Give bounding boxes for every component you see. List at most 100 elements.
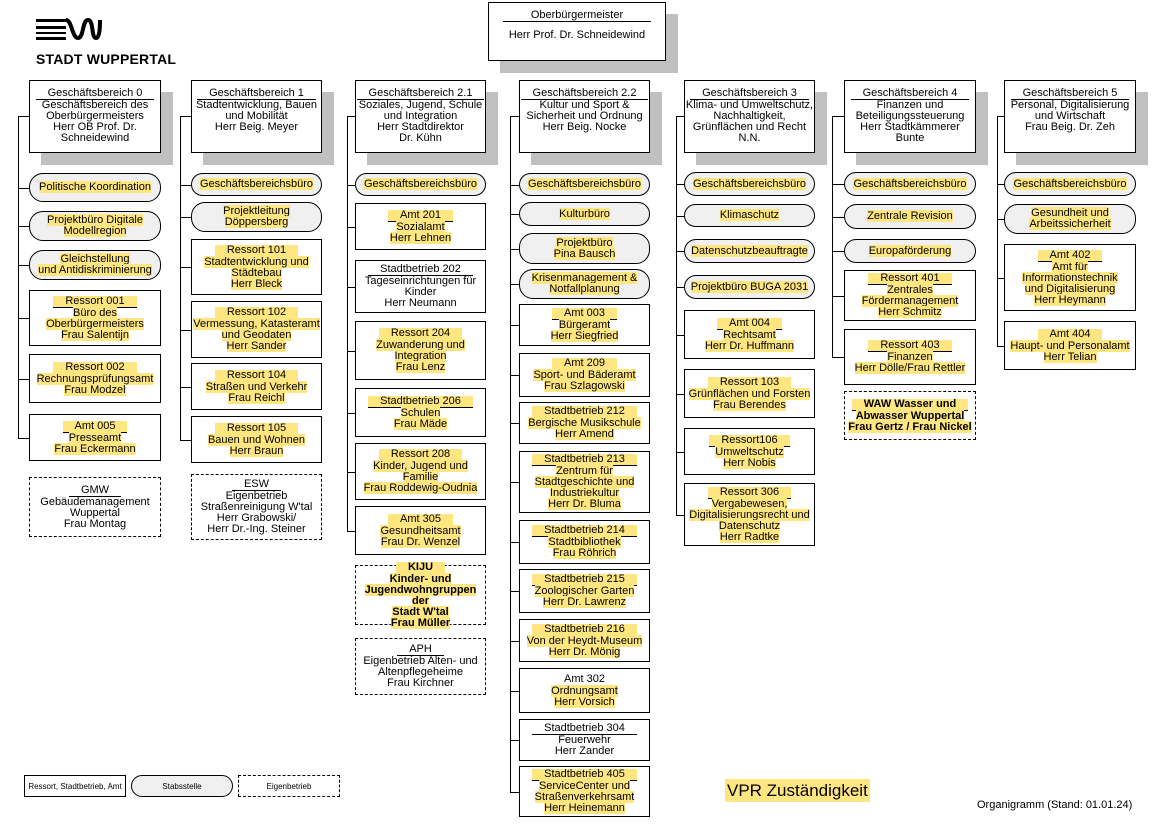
staff-unit[interactable]: Geschäftsbereichsbüro	[355, 173, 486, 196]
unit-line: Stadtentwicklung, Bauen	[195, 99, 318, 111]
staff-unit[interactable]: Datenschutzbeauftragte	[684, 239, 815, 263]
staff-unit[interactable]: Geschäftsbereichsbüro	[1004, 172, 1136, 196]
unit-line: Gesundheitsamt	[380, 524, 461, 537]
staff-unit[interactable]: Kulturbüro	[519, 202, 650, 226]
connector	[510, 641, 519, 642]
unit-line: Herr Dr.-Ing. Steiner	[207, 523, 306, 535]
unit-line: Oberbürgermeisters	[46, 317, 144, 330]
unit-line: Integration	[394, 350, 447, 362]
staff-unit[interactable]: Europaförderung	[844, 239, 976, 263]
unit-line: Herr Beig. Nocke	[542, 121, 627, 133]
staff-unit[interactable]: Politische Koordination	[29, 173, 161, 202]
unit-line: Presseamt	[68, 431, 122, 444]
unit-line: und Geodaten	[221, 329, 292, 341]
unit-line: Stadtbibliothek	[548, 536, 621, 548]
unit-line: Bunte	[895, 132, 925, 144]
staff-unit[interactable]: Geschäftsbereichsbüro	[684, 172, 815, 196]
connector	[510, 691, 519, 692]
unit-line: Beteiligungssteuerung	[855, 110, 965, 122]
connector	[347, 116, 355, 117]
unit-line: Bergische Musikschule	[528, 417, 641, 429]
unit-line: Frau Szlagowski	[544, 380, 625, 392]
unit-line: Herr Radtke	[719, 530, 780, 543]
connector	[347, 351, 355, 352]
staff-unit[interactable]: Geschäftsbereichsbüro	[844, 172, 976, 196]
wuppertal-logo-icon	[36, 17, 102, 41]
connector	[18, 226, 29, 227]
connector	[510, 792, 519, 793]
staff-unit[interactable]: Zentrale Revision	[844, 204, 976, 229]
staff-unit[interactable]: Krisenmanagement &Notfallplanung	[519, 269, 650, 299]
connector	[18, 438, 29, 439]
unit-line: Zentrum für	[556, 465, 613, 477]
unit-title: APH	[397, 644, 444, 656]
connector	[676, 184, 684, 185]
legend-unit: Ressort, Stadtbetrieb, Amt	[24, 775, 126, 797]
unit-line: Frau Müller	[390, 616, 451, 629]
unit-line: Altenpflegeheime	[377, 666, 463, 678]
trunk-line	[997, 116, 998, 347]
unit-line: Herr Braun	[229, 444, 284, 457]
staff-unit[interactable]: Geschäftsbereichsbüro	[191, 173, 322, 196]
staff-unit[interactable]: Geschäftsbereichsbüro	[519, 173, 650, 196]
unit-title: Amt 302	[552, 673, 617, 686]
connector	[997, 219, 1004, 220]
unit-line: Projektleitung	[223, 205, 290, 217]
staff-unit[interactable]: Klimaschutz	[684, 204, 815, 227]
unit-line: Rechnungsprüfungsamt	[36, 372, 154, 385]
unit-title: Geschäftsbereich 4	[850, 88, 970, 100]
staff-unit[interactable]: Projektbüro BUGA 2031	[684, 275, 815, 299]
unit-line: Finanzen und	[876, 99, 944, 111]
unit-line: Herr Dr. Huffmann	[704, 339, 795, 352]
